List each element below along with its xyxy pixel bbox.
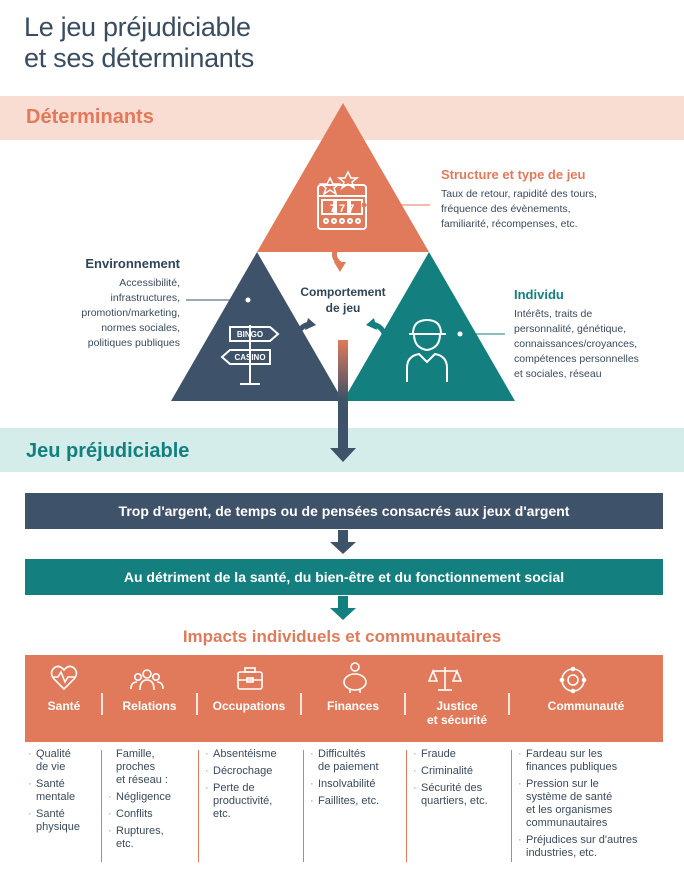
heart-pulse-icon (50, 665, 78, 691)
scales-icon (427, 667, 463, 691)
column-divider (198, 750, 199, 862)
environnement-line: politiques publiques (87, 337, 180, 349)
list-item: ·Absentéisme (205, 748, 277, 760)
sign-casino: CASINO (234, 353, 265, 362)
individu-line: compétences personnelles (514, 353, 639, 365)
column-sante: ·Qualité de vie ·Santé mentale ·Santé ph… (28, 748, 98, 838)
community-icon (559, 666, 587, 694)
list-item: ·Préjudices sur d'autres industries, etc… (518, 834, 638, 859)
category-communaute: Communauté (547, 699, 625, 713)
list-item: ·Perte de productivité, etc. (205, 782, 273, 820)
column-finances: ·Difficultés de paiement ·Insolvabilité … (310, 748, 404, 812)
person-icon (406, 318, 448, 382)
column-communaute: ·Fardeau sur les finances publiques ·Pre… (518, 748, 678, 864)
arrow-down-1 (330, 530, 356, 554)
comportement-label: Comportement de jeu (300, 285, 386, 315)
column-justice: ·Fraude ·Criminalité ·Sécurité des quart… (413, 748, 509, 812)
piggy-bank-icon (343, 662, 367, 693)
sign-bingo: BINGO (237, 330, 263, 339)
list-item: ·Santé physique (28, 808, 81, 833)
category-justice: Justice et sécurité (426, 699, 488, 727)
page-title: Le jeu préjudiciable et ses déterminants (24, 12, 254, 74)
arrow-down-2 (330, 596, 356, 620)
bar-trop-argent: Trop d'argent, de temps ou de pensées co… (25, 493, 663, 529)
impacts-band (25, 655, 663, 742)
central-arrow-shaft (338, 340, 348, 448)
list-item: ·Santé mentale (28, 778, 76, 803)
title-line-1: Le jeu préjudiciable (24, 12, 251, 42)
individu-line: et sociales, réseau (514, 368, 602, 380)
list-item: ·Fraude (413, 748, 456, 760)
list-item: ·Criminalité (413, 765, 473, 777)
determinants-triangle: 7 7 7 BINGO CASINO (171, 103, 515, 462)
environnement-heading: Environnement (85, 256, 180, 271)
list-item: ·Décrochage (205, 765, 273, 777)
slot-machine-icon (317, 170, 367, 230)
environnement-block: Environnement Accessibilité, infrastruct… (40, 256, 180, 351)
column-divider (511, 750, 512, 862)
list-item: ·Négligence (108, 791, 172, 803)
column-divider (406, 750, 407, 862)
structure-block: Structure et type de jeu Taux de retour,… (441, 167, 597, 232)
bar-detriment: Au détriment de la santé, du bien-être e… (25, 559, 663, 595)
people-icon (130, 669, 164, 691)
structure-line: familiarité, récompenses, etc. (441, 218, 578, 230)
category-finances: Finances (326, 699, 380, 713)
column-divider (303, 750, 304, 862)
category-sante: Santé (47, 699, 81, 713)
list-item: ·Insolvabilité (310, 778, 376, 790)
central-arrow-head (330, 448, 356, 462)
environnement-line: infrastructures, (110, 292, 180, 304)
svg-text:7 7 7: 7 7 7 (330, 203, 354, 215)
environnement-line: normes sociales, (101, 322, 180, 334)
column-occupations: ·Absentéisme ·Décrochage ·Perte de produ… (205, 748, 301, 825)
signpost-icon (220, 325, 280, 385)
individu-line: personnalité, génétique, (514, 323, 627, 335)
individu-line: Intérêts, traits de (514, 308, 593, 320)
determinants-label: Déterminants (26, 106, 154, 128)
individu-triangle (343, 252, 515, 401)
list-item: ·Sécurité des quartiers, etc. (413, 782, 488, 807)
column-relations: Famille, proches et réseau : ·Négligence… (108, 748, 196, 855)
environnement-line: promotion/marketing, (81, 307, 180, 319)
list-item: ·Conflits (108, 808, 153, 820)
individu-block: Individu Intérêts, traits de personnalit… (514, 287, 639, 382)
column-divider (101, 750, 102, 862)
impacts-title: Impacts individuels et communautaires (182, 627, 502, 646)
structure-line: Taux de retour, rapidité des tours, (441, 188, 597, 200)
category-relations: Relations (122, 699, 177, 713)
individu-line: connaissances/croyances, (514, 338, 638, 350)
list-item: ·Faillites, etc. (310, 795, 380, 807)
impacts-icons (50, 662, 587, 715)
individu-heading: Individu (514, 287, 564, 302)
title-line-2: et ses déterminants (24, 43, 254, 73)
structure-heading: Structure et type de jeu (441, 167, 586, 182)
list-item: ·Fardeau sur les finances publiques (518, 748, 618, 773)
list-item: ·Ruptures, etc. (108, 825, 164, 850)
jeu-label: Jeu préjudiciable (26, 440, 190, 462)
list-item: ·Difficultés de paiement (310, 748, 379, 773)
category-occupations: Occupations (212, 699, 286, 713)
list-item: ·Qualité de vie (28, 748, 71, 773)
structure-line: fréquence des évènements, (441, 203, 571, 215)
list-item: ·Pression sur le système de santé et les… (518, 778, 613, 829)
briefcase-icon (237, 667, 263, 690)
environnement-line: Accessibilité, (119, 277, 180, 289)
relations-intro: Famille, proches et réseau : (116, 748, 168, 786)
